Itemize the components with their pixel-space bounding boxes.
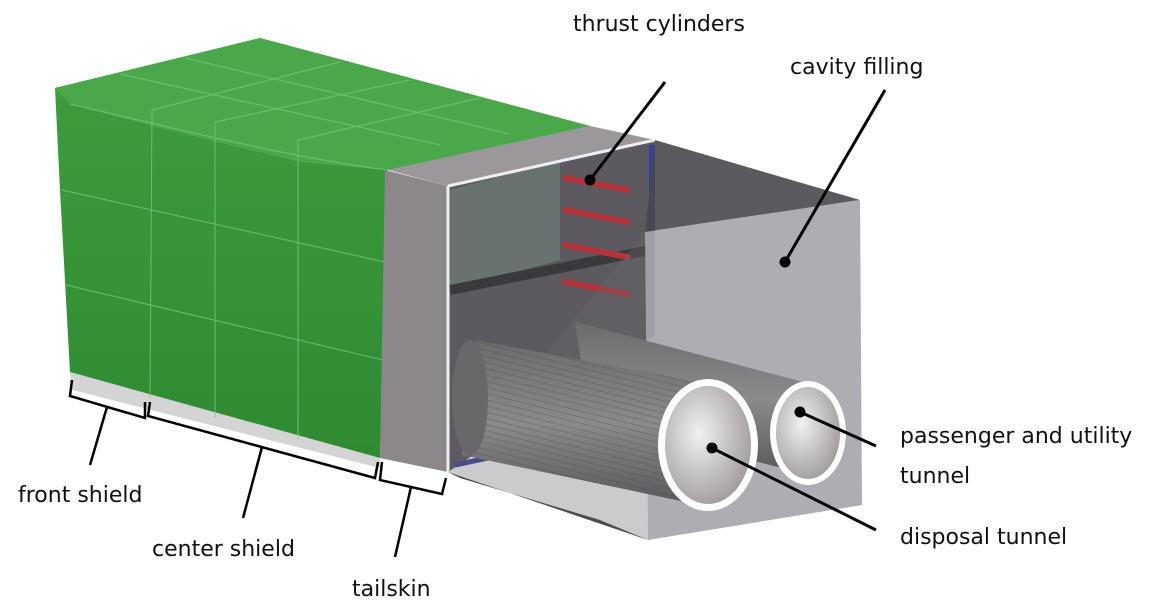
label-tailskin: tailskin bbox=[352, 577, 431, 602]
label-cavity-filling: cavity filling bbox=[790, 55, 924, 80]
leader-lines bbox=[584, 81, 887, 532]
front-shield-bracket bbox=[68, 379, 147, 420]
label-passenger-line1: passenger and utility bbox=[900, 424, 1133, 449]
shield-underside bbox=[70, 372, 380, 468]
tailskin-body bbox=[380, 126, 655, 472]
label-front-shield: front shield bbox=[18, 483, 143, 508]
brackets bbox=[68, 379, 448, 558]
label-center-shield: center shield bbox=[152, 537, 295, 562]
thrust-cylinders bbox=[562, 175, 631, 297]
label-disposal-tunnel: disposal tunnel bbox=[900, 525, 1068, 550]
label-passenger-line2: tunnel bbox=[900, 464, 971, 489]
label-thrust-cylinders: thrust cylinders bbox=[573, 12, 745, 37]
tunnel-tubes bbox=[452, 322, 846, 511]
shield-body bbox=[55, 38, 590, 458]
